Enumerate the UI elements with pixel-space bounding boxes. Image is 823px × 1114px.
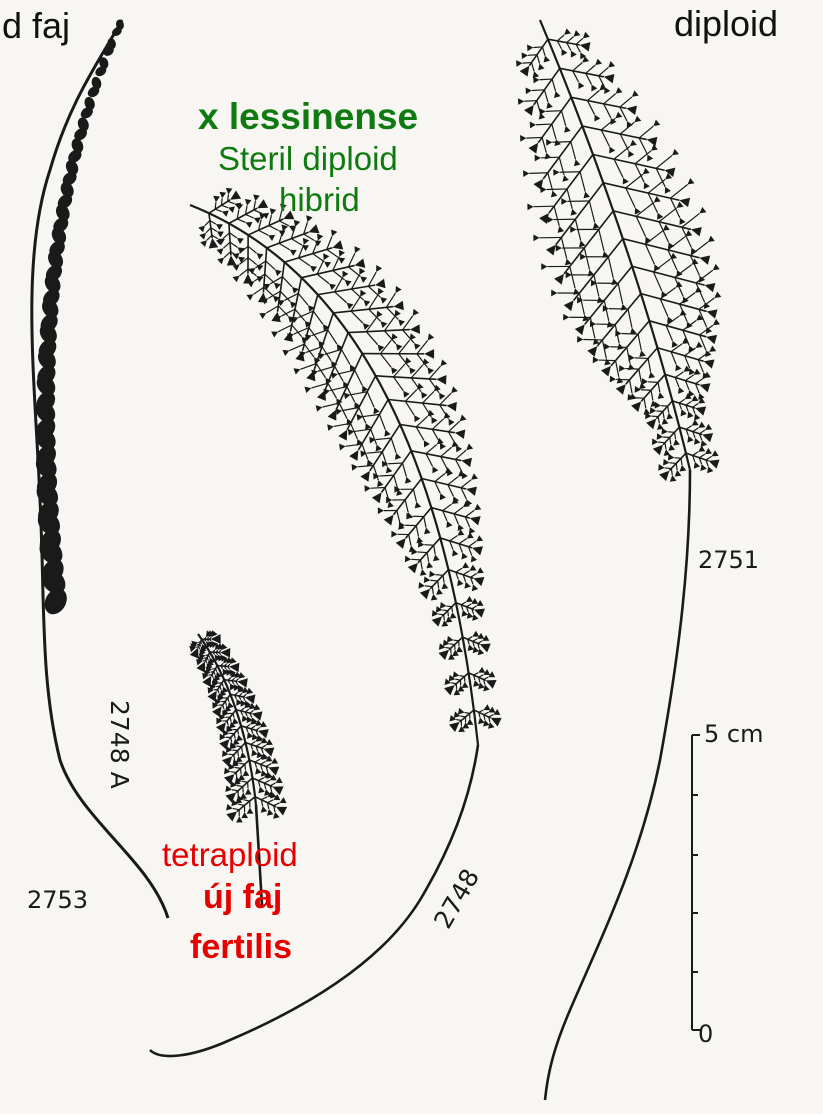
red-label-ploidy: tetraploid xyxy=(162,838,298,871)
specimen-number-2748a: 2748 A xyxy=(107,700,132,789)
fern-specimen-2753 xyxy=(32,19,168,918)
specimen-number-2753: 2753 xyxy=(27,888,88,912)
green-subtitle-2: hibrid xyxy=(279,183,360,216)
top-right-label: diploid xyxy=(674,6,778,42)
top-left-label: id faj xyxy=(0,8,70,44)
fern-specimen-2751 xyxy=(516,20,721,1100)
scale-bar xyxy=(692,735,700,1030)
red-label-species: új faj xyxy=(203,880,282,914)
specimen-number-2751: 2751 xyxy=(698,548,759,572)
green-subtitle: Steril diploid xyxy=(218,142,398,175)
red-label-fertility: fertilis xyxy=(190,930,292,964)
scale-bottom-label: 0 xyxy=(698,1022,713,1046)
scale-top-label: 5 cm xyxy=(704,722,763,746)
green-title: x lessinense xyxy=(198,98,418,135)
